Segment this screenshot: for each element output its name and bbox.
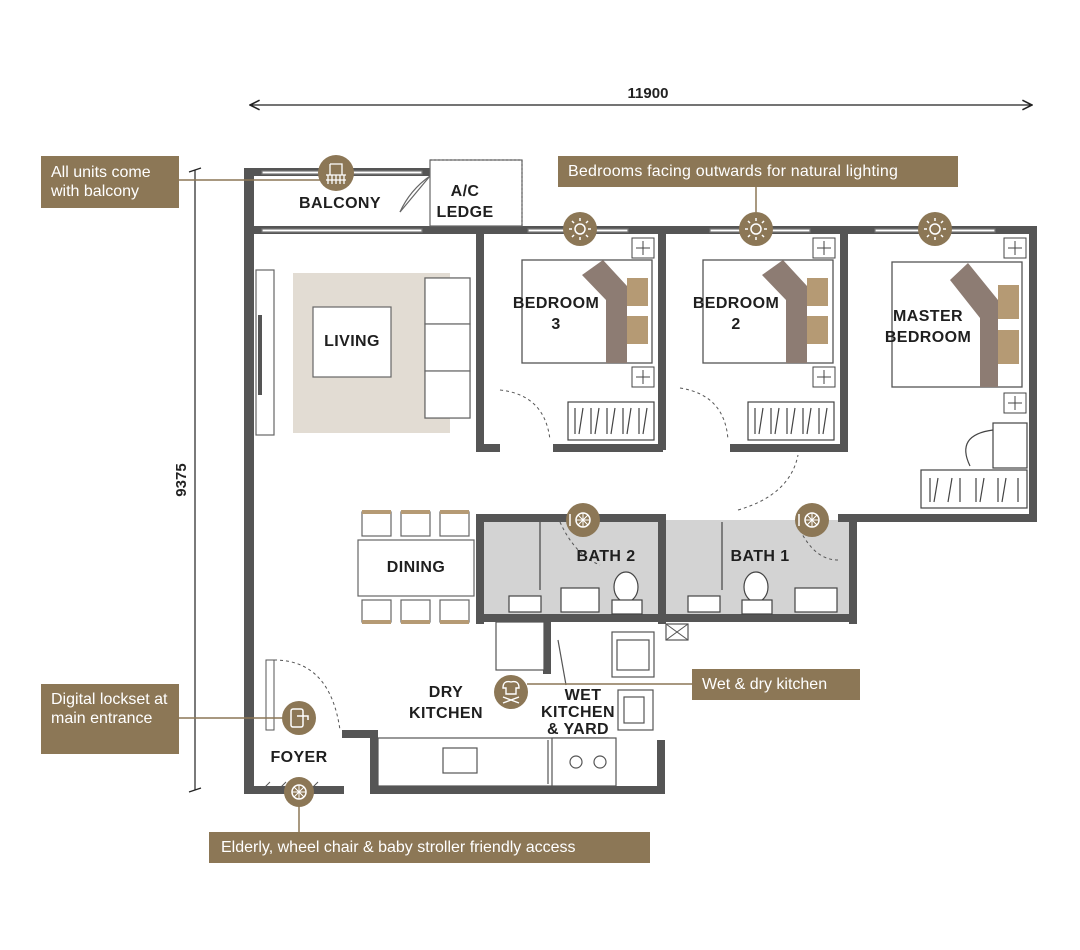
master-bed <box>891 261 1023 388</box>
room-label-master-line1: MASTER <box>893 308 963 325</box>
sun-icon <box>918 212 952 246</box>
bedroom-2-wardrobe <box>747 401 835 441</box>
shaft-cross <box>665 623 689 641</box>
room-label-dining: DINING <box>387 559 445 576</box>
callout-friendly-access-text: Elderly, wheel chair & baby stroller fri… <box>221 839 576 856</box>
callout-balcony-text: All units come with balcony <box>51 164 151 200</box>
ventilation-icon <box>795 503 829 537</box>
bedroom-3-door <box>499 389 551 441</box>
kitchen-partition <box>557 639 567 686</box>
room-label-wet-kitchen-line2: KITCHEN <box>541 704 615 721</box>
bath-2-fixtures <box>508 522 643 615</box>
bedroom-2-bed <box>702 259 834 364</box>
room-label-wet-kitchen-line1: WET <box>565 687 602 704</box>
room-label-balcony: BALCONY <box>299 195 381 212</box>
room-label-bedroom-2-line2: 2 <box>731 316 740 333</box>
callout-friendly-access: Elderly, wheel chair & baby stroller fri… <box>209 832 650 863</box>
coffee-table <box>312 306 392 378</box>
dressing-table <box>965 422 1028 469</box>
sun-icon <box>739 212 773 246</box>
bedroom-3-bed <box>521 259 653 364</box>
master-wardrobe <box>920 469 1028 509</box>
sofa <box>424 277 471 419</box>
room-label-master-line2: BEDROOM <box>885 329 971 346</box>
callout-digital-lockset: Digital lockset at main entrance <box>41 684 179 754</box>
wheelchair-icon <box>284 777 314 807</box>
room-label-ac-ledge-line2: LEDGE <box>436 204 493 221</box>
callout-wet-dry-kitchen: Wet & dry kitchen <box>692 669 860 700</box>
ventilation-icon <box>566 503 600 537</box>
room-label-bedroom-2-line1: BEDROOM <box>693 295 779 312</box>
room-label-ac-ledge-line1: A/C <box>451 183 480 200</box>
bath-1-fixtures <box>687 522 838 615</box>
callout-balcony: All units come with balcony <box>41 156 179 208</box>
balcony-icon <box>318 155 354 191</box>
room-label-living: LIVING <box>324 333 380 350</box>
chef-icon <box>494 675 528 709</box>
room-label-bedroom-3-line2: 3 <box>551 316 560 333</box>
room-label-dry-kitchen-line2: KITCHEN <box>409 705 483 722</box>
sun-icon <box>563 212 597 246</box>
bedroom-2-door <box>679 387 729 441</box>
room-label-bath-2: BATH 2 <box>577 548 636 565</box>
width-dimension: 11900 <box>250 85 1032 105</box>
bath-shower-arcs <box>559 521 839 566</box>
room-label-bath-1: BATH 1 <box>731 548 790 565</box>
callout-wet-dry-kitchen-text: Wet & dry kitchen <box>702 676 828 693</box>
room-label-wet-kitchen-line3: & YARD <box>547 721 609 738</box>
washer <box>611 631 655 678</box>
callout-natural-lighting: Bedrooms facing outwards for natural lig… <box>558 156 958 187</box>
height-dimension: 9375 <box>173 167 202 793</box>
digital-lock-icon <box>282 701 316 735</box>
corridor-door <box>737 454 799 511</box>
bedside-lamps <box>631 237 1027 414</box>
dining-set <box>357 511 475 623</box>
dining-chair-backs <box>362 510 469 624</box>
room-label-dry-kitchen-line1: DRY <box>429 684 463 701</box>
kitchen-counter <box>377 737 617 787</box>
room-label-foyer: FOYER <box>270 749 327 766</box>
ac-ledge-railing <box>399 159 523 227</box>
bedroom-3-wardrobe <box>567 401 655 441</box>
main-door <box>265 659 341 731</box>
callout-natural-lighting-text: Bedrooms facing outwards for natural lig… <box>568 163 899 180</box>
width-dimension-label: 11900 <box>628 85 669 102</box>
yard-sink <box>617 689 654 731</box>
height-dimension-label: 9375 <box>173 463 190 496</box>
fridge <box>495 621 545 671</box>
leader-lines <box>178 179 757 833</box>
tv <box>258 315 262 395</box>
callout-digital-lockset-text: Digital lockset at main entrance <box>51 691 168 727</box>
room-label-bedroom-3-line1: BEDROOM <box>513 295 599 312</box>
